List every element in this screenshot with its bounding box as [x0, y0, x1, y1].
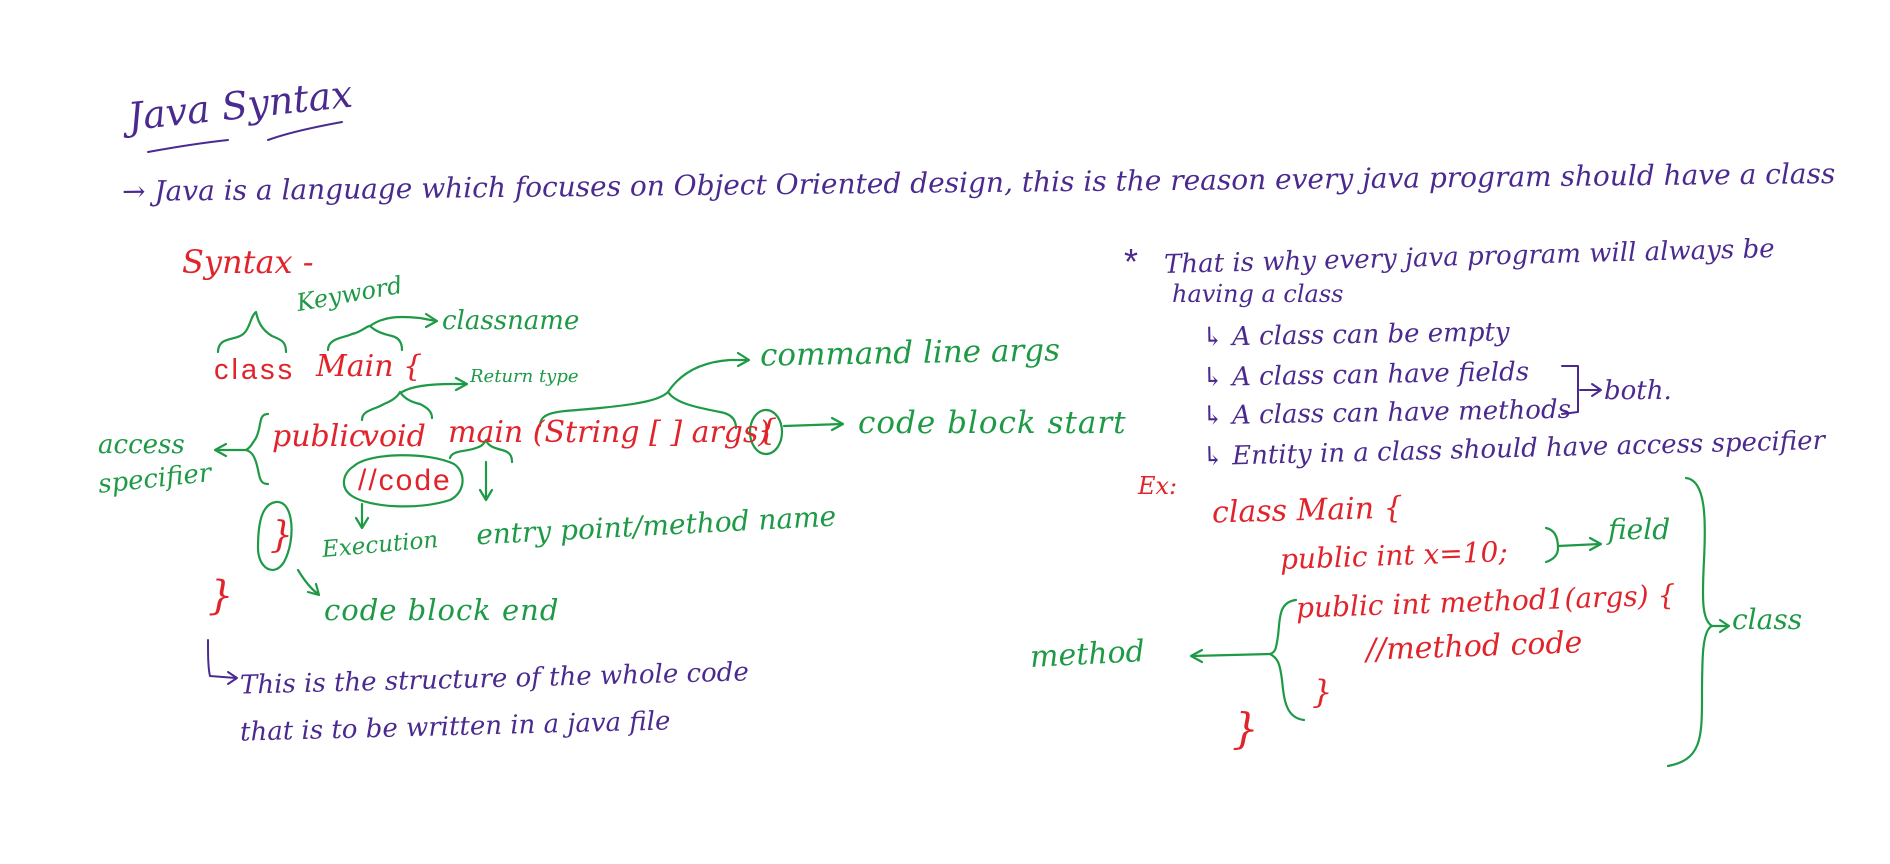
access-label: access — [98, 430, 185, 460]
args-arrow — [666, 358, 750, 394]
method-label: method — [1029, 634, 1146, 675]
example-method-body: //method code — [1365, 625, 1583, 668]
return-type-arrow — [400, 382, 468, 394]
return-type-brace — [360, 390, 434, 422]
return-type-label: Return type — [470, 366, 579, 387]
star-bullet: * — [1124, 241, 1139, 282]
void-keyword: void — [362, 419, 426, 454]
example-class-close: } — [1232, 704, 1259, 753]
code-block-end-arrow — [296, 568, 320, 596]
class-requirement-line2: having a class — [1172, 280, 1344, 308]
field-bracket — [1544, 526, 1560, 564]
close-brace-circle — [256, 500, 293, 571]
field-arrow — [1556, 542, 1602, 548]
example-label: Ex: — [1138, 472, 1178, 500]
class-brace — [1666, 476, 1714, 768]
note-hook-arrow — [207, 639, 237, 679]
example-method-close: } — [1312, 673, 1333, 711]
field-label: field — [1608, 513, 1671, 546]
class-fact-empty: ↳ A class can be empty — [1201, 317, 1510, 353]
main-method-signature: main (String [ ] args) — [448, 415, 771, 450]
code-block-start-label: code block start — [858, 405, 1127, 441]
syntax-heading: Syntax - — [182, 243, 314, 281]
code-comment: //code — [358, 464, 452, 497]
classname-label: classname — [442, 306, 580, 336]
keyword-brace — [216, 310, 288, 354]
entry-point-brace — [448, 438, 514, 464]
access-brace — [244, 412, 270, 486]
class-label: class — [1732, 603, 1803, 636]
classname-arrow — [368, 315, 438, 328]
both-bracket — [1561, 365, 1579, 415]
open-brace-circle — [748, 408, 784, 456]
public-keyword: public — [272, 419, 366, 454]
open-brace: { — [758, 413, 778, 448]
code-block-end-label: code block end — [324, 593, 560, 627]
example-class-declaration: class Main { — [1211, 490, 1404, 531]
both-label: both. — [1604, 376, 1672, 406]
code-circle — [342, 454, 464, 508]
method-arrow — [1190, 652, 1272, 658]
command-line-args-label: command line args — [759, 332, 1061, 374]
example-field-declaration: public int x=10; — [1279, 535, 1509, 576]
classname-brace — [326, 324, 404, 352]
code-block-start-arrow — [782, 422, 844, 428]
title-underline-1 — [147, 139, 229, 153]
title-underline-2 — [267, 121, 343, 141]
inner-close-brace: } — [270, 515, 293, 556]
class-fact-fields: ↳ A class can have fields — [1201, 357, 1530, 393]
class-fact-methods: ↳ A class can have methods — [1201, 394, 1572, 432]
outer-close-brace: } — [208, 573, 234, 619]
main-class-declaration: Main { — [316, 349, 423, 384]
class-keyword: class — [214, 354, 296, 386]
